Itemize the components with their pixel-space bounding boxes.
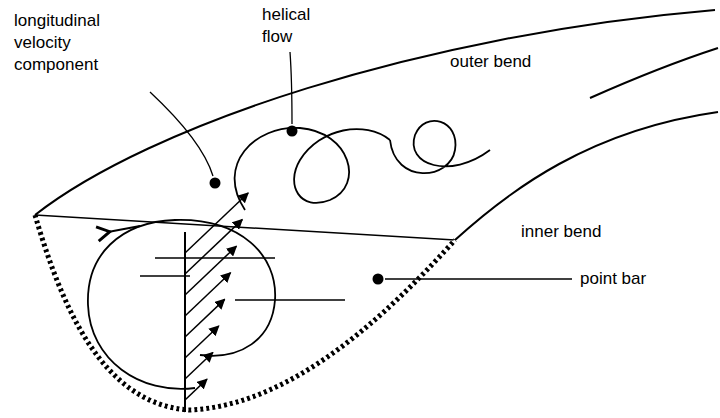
leader-line (385, 278, 572, 279)
leader-dot (287, 126, 298, 137)
velocity-arrow (185, 193, 248, 253)
velocity-arrow (185, 273, 231, 316)
water-surface (35, 215, 455, 240)
leader-line (290, 52, 292, 124)
flow-line (155, 257, 275, 259)
flow-line (140, 275, 190, 277)
velocity-arrow (185, 299, 225, 337)
leader-dot (373, 274, 384, 285)
outer-bank-far (590, 48, 718, 98)
helical-loop (235, 128, 390, 210)
callout-label: longitudinal velocity component (14, 10, 124, 76)
leader-line (150, 92, 213, 176)
callout-label: point bar (580, 268, 700, 290)
river-bed-fill (35, 215, 455, 410)
outer-bank (35, 10, 715, 215)
velocity-arrow (185, 326, 219, 358)
flow-line (235, 299, 345, 301)
leader-dot (210, 178, 221, 189)
velocity-arrow (185, 246, 236, 295)
circulation-arrow (108, 226, 140, 232)
river-bed (35, 215, 455, 410)
velocity-arrow (185, 379, 207, 400)
region-label: outer bend (450, 51, 570, 73)
inner-bank (455, 112, 718, 240)
region-label: inner bend (521, 221, 641, 243)
profile-axis (184, 232, 186, 412)
helical-loop (390, 121, 490, 173)
velocity-arrow (185, 220, 242, 274)
callout-label: helical flow (262, 4, 328, 48)
velocity-arrow (185, 353, 213, 379)
velocity-arrows (185, 193, 248, 400)
secondary-circulation (88, 220, 275, 389)
